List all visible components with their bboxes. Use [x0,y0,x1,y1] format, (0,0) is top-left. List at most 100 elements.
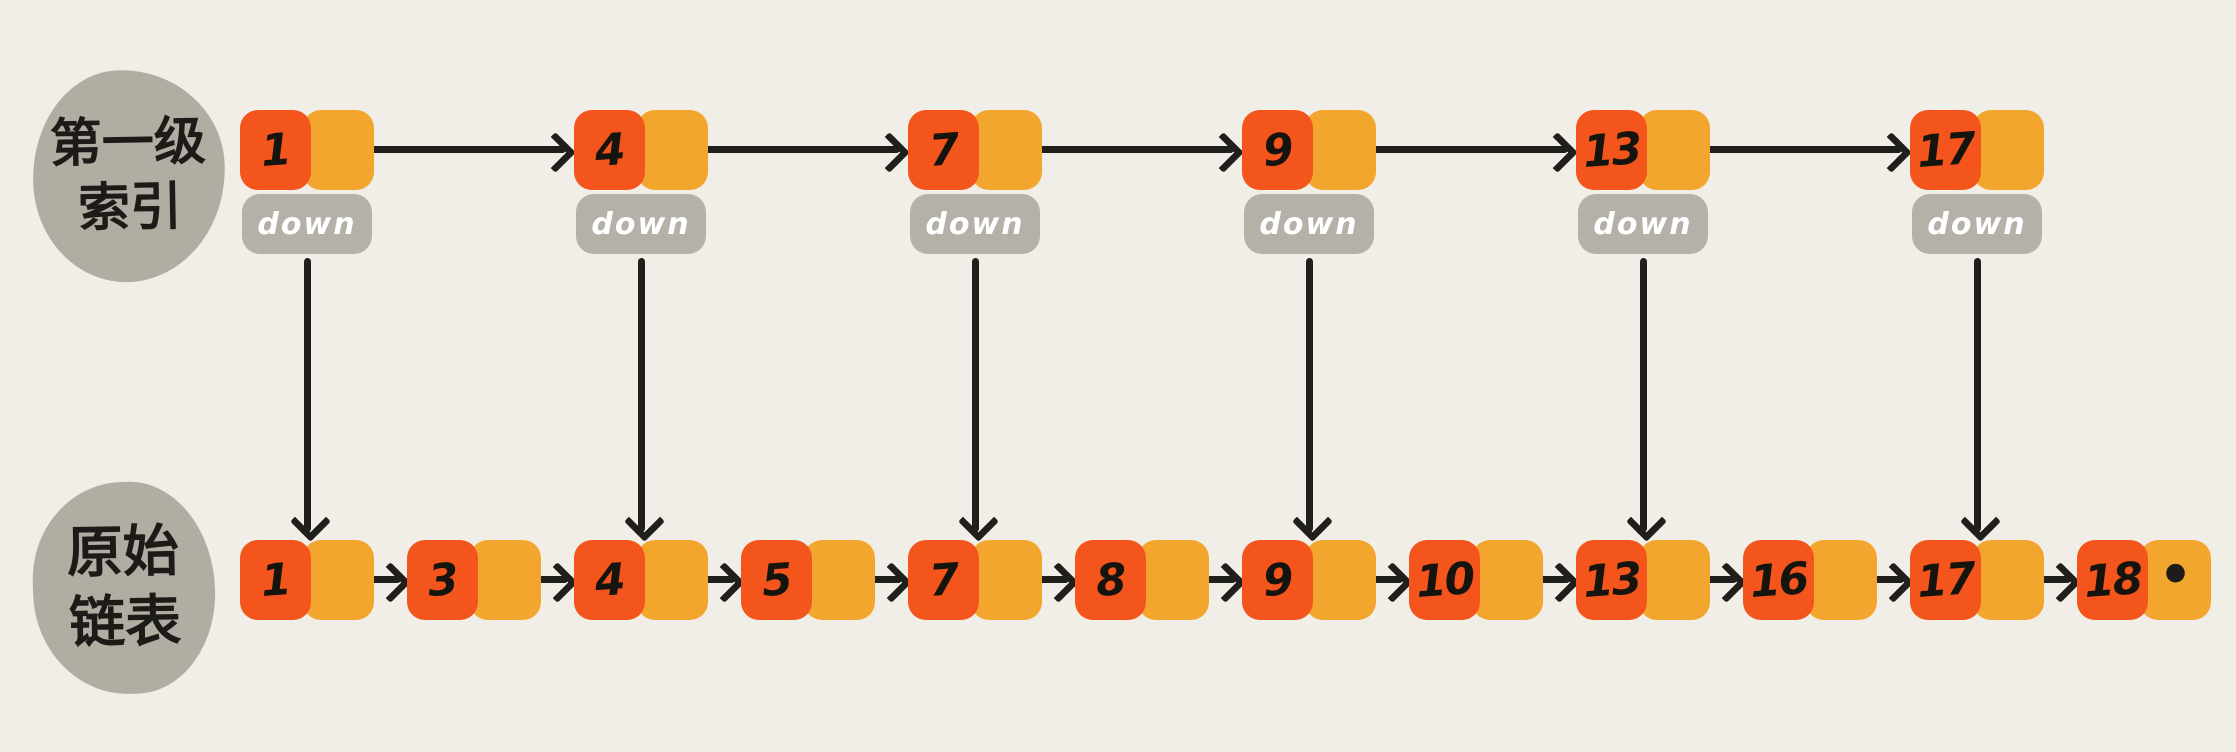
down-arrow-icon [638,258,645,532]
list-node-1: 1 [240,540,374,620]
node-value: 7 [927,123,960,177]
node-value-cell: 5 [741,540,812,620]
node-pointer-cell [1305,540,1376,620]
node-pointer-cell [637,540,708,620]
node-pointer-cell [971,110,1042,190]
node-value-cell: 8 [1075,540,1146,620]
down-label: down [1927,206,2027,242]
next-arrow-icon [1006,146,1234,153]
down-label: down [1593,206,1693,242]
down-label: down [925,206,1025,242]
node-value: 9 [1261,123,1294,177]
base-list-label: 原始 链表 [29,478,219,698]
node-value: 4 [593,123,626,177]
node-value-cell: 4 [574,110,645,190]
node-pointer-cell: • [2140,540,2211,620]
list-node-13: 13 [1576,540,1710,620]
list-node-4: 4 [574,540,708,620]
down-pointer-box: down [242,194,372,254]
list-node-8: 8 [1075,540,1209,620]
node-pointer-cell [1138,540,1209,620]
list-node-3: 3 [407,540,541,620]
next-arrow-icon [338,146,566,153]
index-node-17: 17 [1910,110,2044,190]
list-node-16: 16 [1743,540,1877,620]
index-node-13: 13 [1576,110,1710,190]
node-pointer-cell [637,110,708,190]
node-value-cell: 13 [1576,110,1647,190]
node-value-cell: 18 [2077,540,2148,620]
node-value-cell: 13 [1576,540,1647,620]
node-pointer-cell [1472,540,1543,620]
node-value-cell: 16 [1743,540,1814,620]
down-pointer-box: down [1912,194,2042,254]
node-value: 10 [1414,552,1475,608]
node-value: 8 [1094,553,1127,607]
next-arrow-icon [1340,146,1568,153]
node-pointer-cell [971,540,1042,620]
node-value: 4 [593,553,626,607]
down-pointer-box: down [910,194,1040,254]
node-value: 1 [259,123,292,177]
down-pointer-box: down [1578,194,1708,254]
node-pointer-cell [1806,540,1877,620]
down-label: down [257,206,357,242]
node-value: 13 [1581,552,1642,608]
down-arrow-icon [304,258,311,532]
node-value-cell: 7 [908,540,979,620]
index-node-1: 1 [240,110,374,190]
node-value: 9 [1261,553,1294,607]
node-value: 17 [1915,122,1976,178]
down-arrow-icon [1640,258,1647,532]
list-node-5: 5 [741,540,875,620]
node-value-cell: 9 [1242,540,1313,620]
label-line: 链表 [68,589,182,656]
list-node-7: 7 [908,540,1042,620]
down-arrow-icon [1974,258,1981,532]
down-arrow-icon [972,258,979,532]
node-pointer-cell [1973,110,2044,190]
down-label: down [591,206,691,242]
node-value: 3 [426,553,459,607]
node-value: 16 [1748,552,1809,608]
node-value-cell: 1 [240,110,311,190]
index-node-9: 9 [1242,110,1376,190]
label-line: 第一级 [49,111,207,175]
node-value-cell: 4 [574,540,645,620]
list-node-9: 9 [1242,540,1376,620]
node-pointer-cell [804,540,875,620]
node-value: 5 [760,553,793,607]
node-pointer-cell [1305,110,1376,190]
node-pointer-cell [1639,110,1710,190]
next-arrow-icon [1674,146,1902,153]
index-node-4: 4 [574,110,708,190]
node-value-cell: 10 [1409,540,1480,620]
node-value: 13 [1581,122,1642,178]
list-node-18: 18 • [2077,540,2211,620]
label-line: 索引 [77,177,183,239]
node-pointer-cell [1639,540,1710,620]
node-value-cell: 7 [908,110,979,190]
down-arrow-icon [1306,258,1313,532]
node-pointer-cell [303,110,374,190]
node-value: 1 [259,553,292,607]
node-pointer-cell [470,540,541,620]
node-value-cell: 3 [407,540,478,620]
node-pointer-cell [303,540,374,620]
node-value-cell: 1 [240,540,311,620]
down-pointer-box: down [1244,194,1374,254]
null-pointer-icon: • [2156,539,2195,613]
node-value: 17 [1915,552,1976,608]
node-pointer-cell [1973,540,2044,620]
list-node-10: 10 [1409,540,1543,620]
next-arrow-icon [672,146,900,153]
index-level-label: 第一级 索引 [29,66,229,286]
down-label: down [1259,206,1359,242]
node-value: 7 [927,553,960,607]
label-line: 原始 [66,519,180,586]
node-value: 18 [2082,552,2143,608]
node-value-cell: 17 [1910,540,1981,620]
node-value-cell: 17 [1910,110,1981,190]
index-node-7: 7 [908,110,1042,190]
